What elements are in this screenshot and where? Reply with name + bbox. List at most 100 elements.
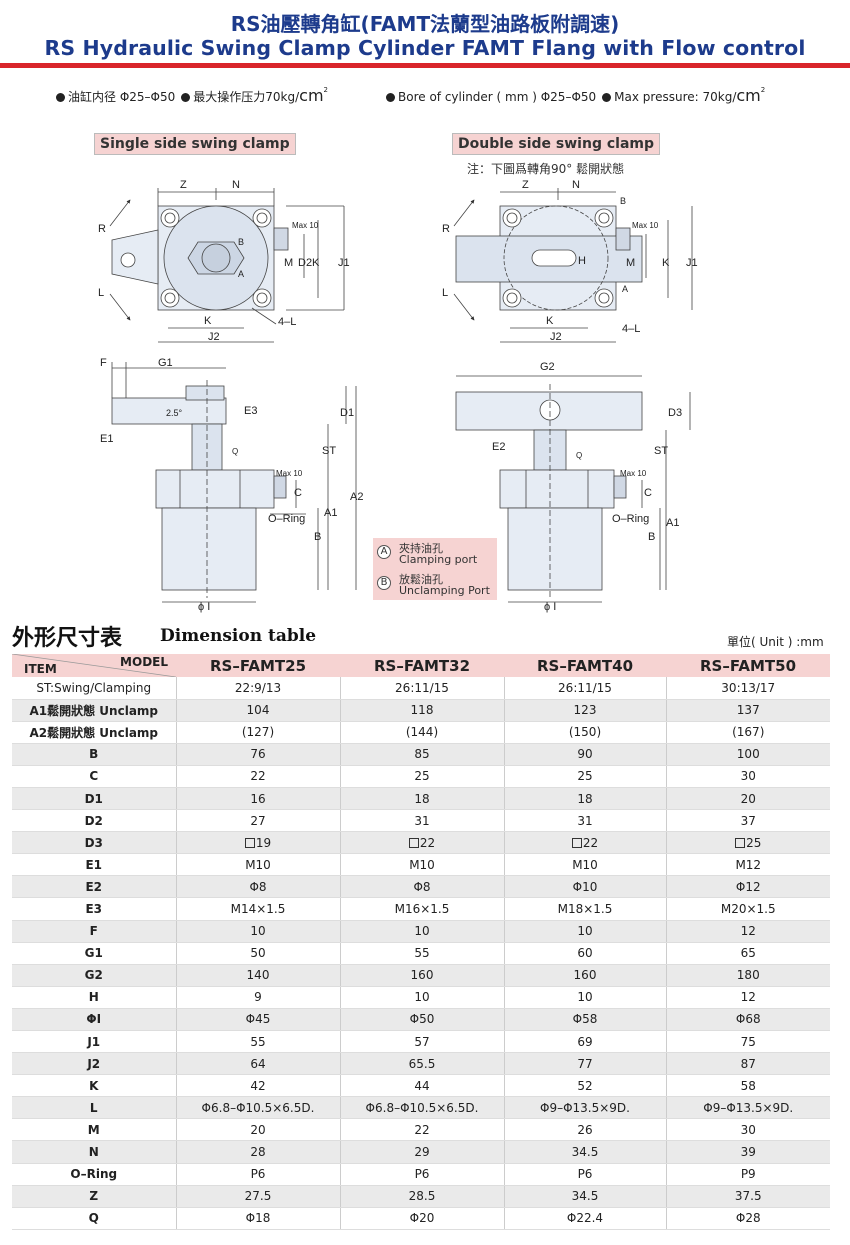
table-cell: 75	[666, 1030, 830, 1054]
row-label: G1	[12, 942, 177, 965]
double-swing-note: 注：下圖爲轉角90° 鬆開狀態	[467, 162, 625, 176]
bullet-icon	[386, 93, 395, 102]
dim-label-l-2: L	[442, 287, 448, 299]
table-cell: 65.5	[340, 1052, 505, 1076]
header-model: RS–FAMT40	[504, 654, 666, 677]
table-cell: 55	[340, 942, 505, 965]
table-cell: 34.5	[504, 1185, 667, 1208]
table-cell: (150)	[504, 721, 667, 744]
header-model: RS–FAMT32	[340, 654, 504, 677]
table-cell: P6	[340, 1163, 505, 1186]
single-swing-label: Single side swing clamp	[94, 133, 296, 155]
table-cell: 22	[176, 765, 341, 788]
table-cell: Φ10	[504, 875, 667, 899]
table-cell: (144)	[340, 721, 505, 744]
dim-label-st-2: ST	[654, 445, 668, 457]
bullet-icon	[602, 93, 612, 102]
port-label-b: B	[238, 237, 244, 247]
table-cell: 18	[504, 787, 667, 811]
table-cell: Φ8	[176, 875, 341, 899]
table-header-row: MODEL ITEM RS–FAMT25 RS–FAMT32 RS–FAMT40…	[12, 654, 830, 677]
spec-unit-sup: 2	[760, 86, 766, 94]
table-cell: 29	[340, 1140, 505, 1164]
table-cell: Φ9–Φ13.5×9D.	[504, 1096, 667, 1120]
table-cell: P6	[504, 1163, 667, 1186]
table-cell: Φ45	[176, 1008, 341, 1032]
table-cell: Φ68	[666, 1008, 830, 1032]
table-cell: Φ6.8–Φ10.5×6.5D.	[340, 1096, 505, 1120]
dim-label-n-2: N	[572, 179, 580, 191]
table-cell: 137	[666, 699, 830, 722]
dim-label-d1: D1	[340, 407, 354, 419]
spec-unit: cm	[299, 86, 324, 105]
table-cell: 10	[504, 920, 667, 943]
table-cell: 26:11/15	[340, 677, 505, 700]
table-cell: M18×1.5	[504, 897, 667, 921]
table-cell: 58	[666, 1074, 830, 1098]
table-cell: M10	[176, 853, 341, 877]
table-cell: 44	[340, 1074, 505, 1098]
cell-value: 25	[746, 835, 762, 850]
legend-unclamping-cn: 放鬆油孔	[399, 573, 443, 586]
spec-unit: cm	[736, 86, 761, 105]
dim-label-f: F	[100, 357, 107, 369]
table-cell: 30	[666, 1118, 830, 1142]
row-label: E3	[12, 897, 177, 921]
table-cell: 100	[666, 743, 830, 766]
row-label: M	[12, 1118, 177, 1142]
dim-label-k2: K	[312, 257, 320, 269]
legend-clamping-en: Clamping port	[399, 553, 478, 566]
dim-label-m: M	[284, 257, 293, 269]
dim-label-k: K	[204, 315, 212, 327]
table-cell: 25	[504, 765, 667, 788]
table-cell: 37	[666, 809, 830, 833]
double-swing-label: Double side swing clamp	[452, 133, 660, 155]
dim-label-b: B	[314, 531, 321, 543]
row-label: J2	[12, 1052, 177, 1076]
row-label: D1	[12, 787, 177, 811]
table-cell: 76	[176, 743, 341, 766]
dim-label-j2-2: J2	[550, 331, 562, 343]
table-cell: 118	[340, 699, 505, 722]
row-label: Z	[12, 1185, 177, 1208]
table-cell: 55	[176, 1030, 341, 1054]
spec-bore-en: Bore of cylinder ( mm ) Φ25–Φ50	[398, 90, 597, 104]
cell-value: 22	[419, 835, 436, 850]
spec-bore-cn: 油缸内径 Φ25–Φ50	[68, 90, 176, 104]
table-cell: 85	[340, 743, 505, 766]
table-cell: 22	[340, 1118, 505, 1142]
row-label: E1	[12, 853, 177, 877]
bullet-icon	[56, 93, 65, 102]
row-label: G2	[12, 964, 177, 987]
square-icon	[244, 837, 255, 848]
header-model: RS–FAMT50	[666, 654, 830, 677]
table-cell: 64	[176, 1052, 341, 1076]
table-cell: (127)	[176, 721, 341, 744]
table-cell: 37.5	[666, 1185, 830, 1208]
port-label-b-2: B	[620, 196, 626, 206]
dim-label-c-2: C	[644, 487, 652, 499]
table-cell: Φ20	[340, 1207, 505, 1230]
table-cell: 31	[504, 809, 667, 833]
square-icon	[571, 837, 582, 848]
table-cell: Φ8	[340, 875, 505, 899]
dim-label-angle: 2.5°	[166, 408, 183, 418]
dim-label-g2: G2	[540, 361, 555, 373]
table-cell: 31	[340, 809, 505, 833]
